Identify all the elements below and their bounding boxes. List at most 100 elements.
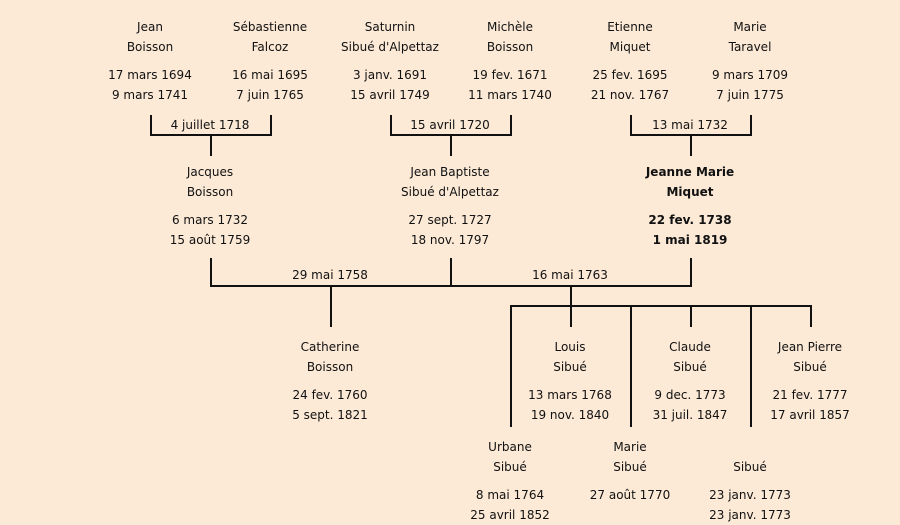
birth-date: 6 mars 1732 — [171, 213, 249, 227]
death-date: 17 avril 1857 — [770, 408, 850, 422]
last-name: Sibué d'Alpettaz — [401, 185, 499, 199]
connector — [450, 258, 452, 287]
marriage-date: 29 mai 1758 — [292, 268, 368, 282]
death-date: 15 août 1759 — [169, 233, 251, 247]
last-name: Sibué — [673, 360, 707, 374]
connector — [750, 305, 752, 427]
birth-date: 24 fev. 1760 — [292, 388, 368, 402]
birth-date: 8 mai 1764 — [475, 488, 545, 502]
death-date: 7 juin 1775 — [716, 88, 784, 102]
birth-date: 21 fev. 1777 — [772, 388, 848, 402]
death-date: 7 juin 1765 — [236, 88, 304, 102]
connector — [810, 305, 812, 327]
first-name: Marie — [733, 20, 767, 34]
birth-date: 19 fev. 1671 — [472, 68, 548, 82]
death-date: 9 mars 1741 — [111, 88, 189, 102]
marriage-date: 16 mai 1763 — [532, 268, 608, 282]
last-name: Sibué — [553, 360, 587, 374]
last-name: Sibué — [613, 460, 647, 474]
last-name: Taravel — [728, 40, 772, 54]
first-name: Saturnin — [364, 20, 416, 34]
first-name: Marie — [613, 440, 647, 454]
death-date: 25 avril 1852 — [470, 508, 550, 522]
connector — [750, 115, 752, 136]
connector — [570, 305, 572, 327]
death-date: 18 nov. 1797 — [410, 233, 490, 247]
birth-date: 3 janv. 1691 — [352, 68, 428, 82]
last-name: Falcoz — [251, 40, 289, 54]
birth-date: 25 fev. 1695 — [592, 68, 668, 82]
connector — [150, 115, 152, 136]
connector — [570, 285, 572, 306]
first-name: Jean Pierre — [777, 340, 843, 354]
first-name: Urbane — [488, 440, 532, 454]
birth-date: 27 août 1770 — [589, 488, 671, 502]
connector — [210, 285, 692, 287]
last-name: Boisson — [186, 185, 234, 199]
marriage-date: 15 avril 1720 — [410, 118, 490, 132]
connector — [510, 305, 512, 427]
connector — [690, 305, 692, 327]
last-name: Miquet — [666, 185, 714, 199]
connector — [330, 285, 332, 327]
marriage-date: 13 mai 1732 — [652, 118, 728, 132]
first-name: Claude — [669, 340, 711, 354]
birth-date: 9 dec. 1773 — [654, 388, 726, 402]
connector — [510, 305, 812, 307]
connector — [210, 258, 212, 287]
first-name: Michèle — [487, 20, 533, 34]
marriage-date: 4 juillet 1718 — [170, 118, 250, 132]
last-name: Sibué — [493, 460, 527, 474]
connector — [510, 115, 512, 136]
death-date: 1 mai 1819 — [652, 233, 728, 247]
connector — [690, 258, 692, 287]
last-name: Sibué — [793, 360, 827, 374]
first-name: Louis — [554, 340, 586, 354]
first-name — [675, 437, 825, 457]
first-name: Jeanne Marie — [645, 165, 735, 179]
connector — [630, 305, 632, 427]
connector — [210, 134, 212, 156]
birth-date: 13 mars 1768 — [528, 388, 612, 402]
birth-date: 27 sept. 1727 — [408, 213, 492, 227]
death-date: 19 nov. 1840 — [530, 408, 610, 422]
connector — [630, 115, 632, 136]
first-name: Jean Baptiste — [410, 165, 490, 179]
last-name: Sibué d'Alpettaz — [341, 40, 439, 54]
last-name: Boisson — [306, 360, 354, 374]
death-date: 5 sept. 1821 — [292, 408, 368, 422]
first-name: Jean — [137, 20, 163, 34]
connector — [450, 134, 452, 156]
birth-date: 17 mars 1694 — [108, 68, 192, 82]
death-date: 15 avril 1749 — [350, 88, 430, 102]
death-date: 23 janv. 1773 — [709, 508, 791, 522]
birth-date: 9 mars 1709 — [711, 68, 789, 82]
connector — [690, 134, 692, 156]
first-name: Sébastienne — [232, 20, 308, 34]
last-name: Boisson — [126, 40, 174, 54]
birth-date: 22 fev. 1738 — [648, 213, 732, 227]
death-date: 21 nov. 1767 — [590, 88, 670, 102]
birth-date: 16 mai 1695 — [232, 68, 308, 82]
death-date: 11 mars 1740 — [468, 88, 552, 102]
last-name: Sibué — [733, 460, 767, 474]
death-date: 31 juil. 1847 — [652, 408, 728, 422]
first-name: Etienne — [607, 20, 653, 34]
connector — [270, 115, 272, 136]
last-name: Boisson — [486, 40, 534, 54]
